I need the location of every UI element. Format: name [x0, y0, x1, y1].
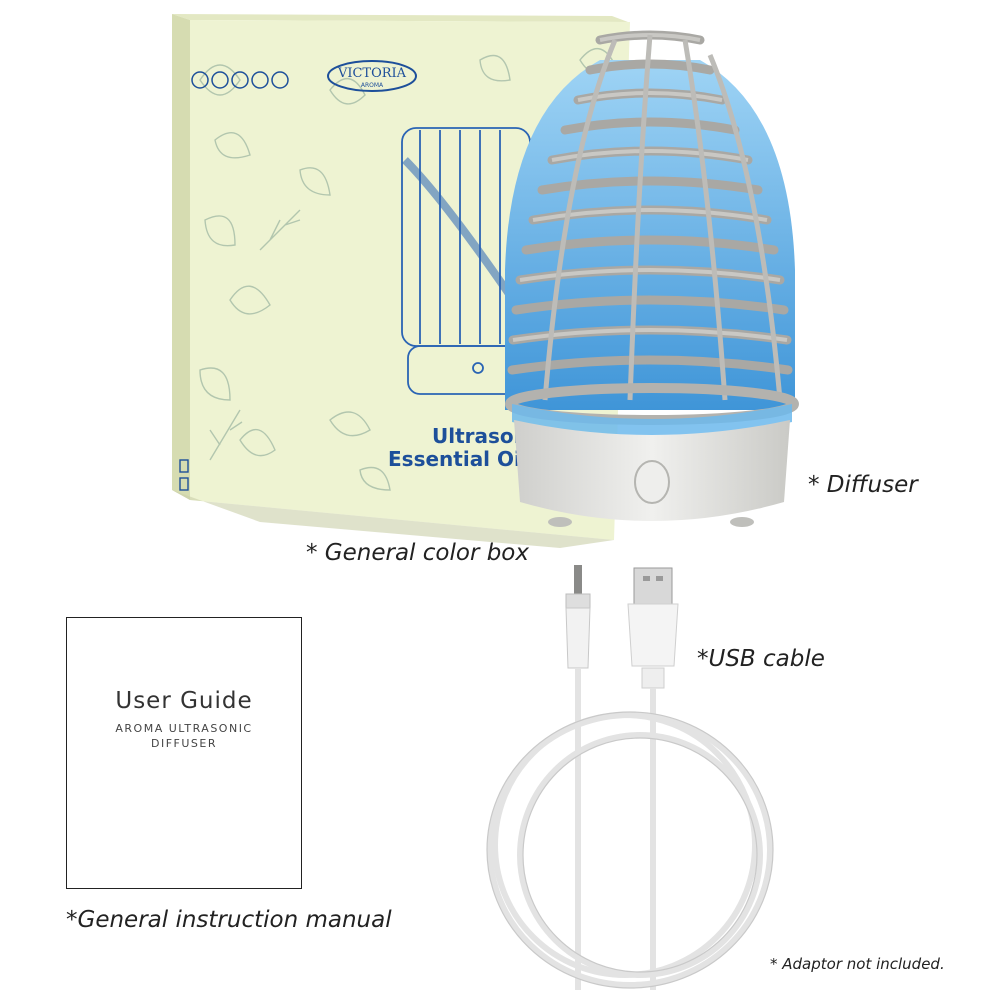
caption-color-box: * General color box: [306, 540, 529, 566]
barrel-pin: [574, 565, 582, 595]
side-icons: [179, 459, 189, 491]
feature-icons: [191, 71, 289, 89]
usb-plug-body: [627, 603, 679, 667]
usb-metal: [633, 567, 673, 605]
user-guide-booklet: [66, 617, 302, 889]
caption-adaptor-note: * Adaptor not included.: [770, 955, 945, 973]
user-guide-subtitle-2: DIFFUSER: [151, 737, 217, 750]
caption-usb-cable: *USB cable: [697, 646, 825, 672]
caption-manual: *General instruction manual: [66, 907, 392, 933]
box-side: [172, 14, 190, 500]
box-brand-sub: AROMA: [360, 82, 384, 89]
user-guide-subtitle-1: AROMA ULTRASONIC: [115, 722, 253, 735]
brand-badge: [327, 60, 417, 92]
box-title-line2: Essential Oil Diffuser: [388, 447, 518, 471]
caption-diffuser: * Diffuser: [808, 472, 918, 498]
diffuser-glow: [505, 60, 795, 410]
box-brand: VICTORIA: [337, 66, 407, 81]
power-button: [634, 460, 670, 504]
barrel-plug: [565, 607, 591, 669]
box-title-line1: Ultrasonic: [432, 424, 518, 448]
cable-coils: [487, 668, 773, 990]
user-guide-title: User Guide: [115, 688, 253, 714]
box-top: [172, 14, 628, 22]
box-diffuser-outline: [401, 127, 531, 395]
